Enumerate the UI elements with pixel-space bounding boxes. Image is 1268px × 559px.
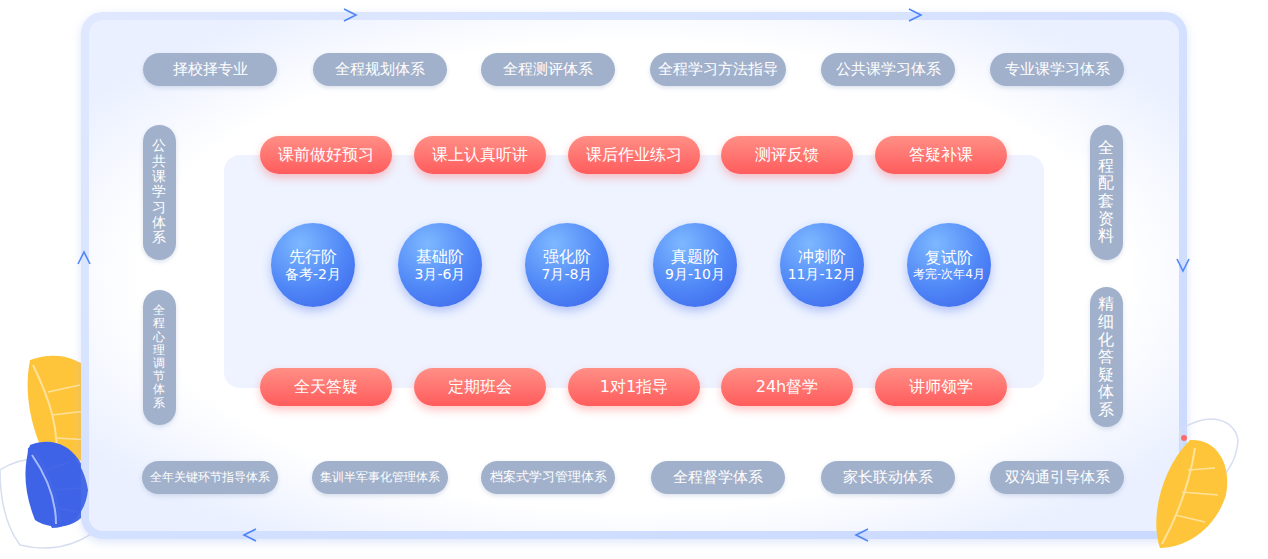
stage-circle: 强化阶7月-8月: [525, 223, 609, 307]
node-label: 全程测评体系: [503, 60, 593, 78]
node-label: 全程配套资料: [1098, 139, 1114, 245]
node-label: 冲刺阶: [798, 247, 846, 266]
node-label: 讲师领学: [909, 377, 973, 396]
node-label: 全程学习方法指导: [658, 60, 778, 78]
system-pill: 全程规划体系: [313, 53, 447, 86]
node-label: 全天答疑: [294, 377, 358, 396]
node-label: 集训半军事化管理体系: [320, 470, 440, 484]
system-pill: 双沟通引导体系: [990, 461, 1124, 494]
system-pill: 全程测评体系: [481, 53, 615, 86]
system-pill: 全年关键环节指导体系: [142, 461, 278, 494]
routine-pill: 答疑补课: [875, 136, 1007, 174]
flow-chevrons: [78, 9, 1189, 541]
system-pill: 择校择专业: [143, 53, 277, 86]
system-pill: 集训半军事化管理体系: [312, 461, 448, 494]
system-pill-vertical: 全程心理调节体系: [143, 290, 176, 425]
routine-pill: 测评反馈: [721, 136, 853, 174]
outer-panel: [85, 16, 1183, 535]
node-label: 全年关键环节指导体系: [150, 470, 270, 484]
node-label: 课前做好预习: [278, 145, 374, 164]
node-sublabel: 11月-12月: [788, 266, 857, 283]
node-label: 择校择专业: [173, 60, 248, 78]
service-pill: 1对1指导: [568, 368, 700, 406]
system-pill-vertical: 精细化答疑体系: [1090, 287, 1123, 426]
node-label: 公共课学习体系: [152, 138, 166, 246]
node-sublabel: 考完-次年4月: [913, 267, 985, 281]
node-label: 定期班会: [448, 377, 512, 396]
node-label: 双沟通引导体系: [1005, 468, 1110, 486]
node-sublabel: 备考-2月: [285, 266, 341, 283]
routine-pill: 课前做好预习: [260, 136, 392, 174]
system-pill-vertical: 全程配套资料: [1090, 125, 1123, 260]
node-label: 真题阶: [671, 247, 719, 266]
service-pill: 全天答疑: [260, 368, 392, 406]
system-pill: 全程督学体系: [651, 461, 785, 494]
service-pill: 24h督学: [721, 368, 853, 406]
service-pill: 讲师领学: [875, 368, 1007, 406]
system-pill: 公共课学习体系: [821, 53, 955, 86]
node-label: 家长联动体系: [843, 468, 933, 486]
node-sublabel: 7月-8月: [542, 266, 593, 283]
routine-pill: 课上认真听讲: [414, 136, 546, 174]
node-label: 答疑补课: [909, 145, 973, 164]
node-label: 精细化答疑体系: [1098, 295, 1114, 418]
node-sublabel: 3月-6月: [415, 266, 466, 283]
node-label: 24h督学: [756, 377, 819, 396]
inner-panel: [224, 155, 1044, 388]
stage-circle: 冲刺阶11月-12月: [780, 223, 864, 307]
node-label: 先行阶: [289, 247, 337, 266]
system-pill: 档案式学习管理体系: [481, 461, 615, 494]
node-label: 全程规划体系: [335, 60, 425, 78]
node-label: 复试阶: [925, 248, 973, 267]
stage-circle: 复试阶考完-次年4月: [907, 223, 991, 307]
system-pill: 家长联动体系: [821, 461, 955, 494]
node-label: 公共课学习体系: [836, 60, 941, 78]
stage-circle: 真题阶9月-10月: [653, 223, 737, 307]
node-label: 档案式学习管理体系: [490, 469, 607, 485]
system-pill: 全程学习方法指导: [650, 53, 786, 86]
node-label: 全程心理调节体系: [153, 304, 165, 410]
leaves-right: [1156, 419, 1238, 548]
stage-circle: 基础阶3月-6月: [398, 223, 482, 307]
node-label: 强化阶: [543, 247, 591, 266]
node-label: 1对1指导: [600, 377, 668, 396]
node-label: 专业课学习体系: [1005, 60, 1110, 78]
leaves-left-front: [28, 444, 88, 528]
service-pill: 定期班会: [414, 368, 546, 406]
routine-pill: 课后作业练习: [568, 136, 700, 174]
stage-circle: 先行阶备考-2月: [271, 223, 355, 307]
node-sublabel: 9月-10月: [665, 266, 725, 283]
system-pill-vertical: 公共课学习体系: [143, 125, 176, 260]
system-pill: 专业课学习体系: [990, 53, 1124, 86]
node-label: 课后作业练习: [586, 145, 682, 164]
node-label: 全程督学体系: [673, 468, 763, 486]
node-label: 课上认真听讲: [432, 145, 528, 164]
node-label: 测评反馈: [755, 145, 819, 164]
node-label: 基础阶: [416, 247, 464, 266]
